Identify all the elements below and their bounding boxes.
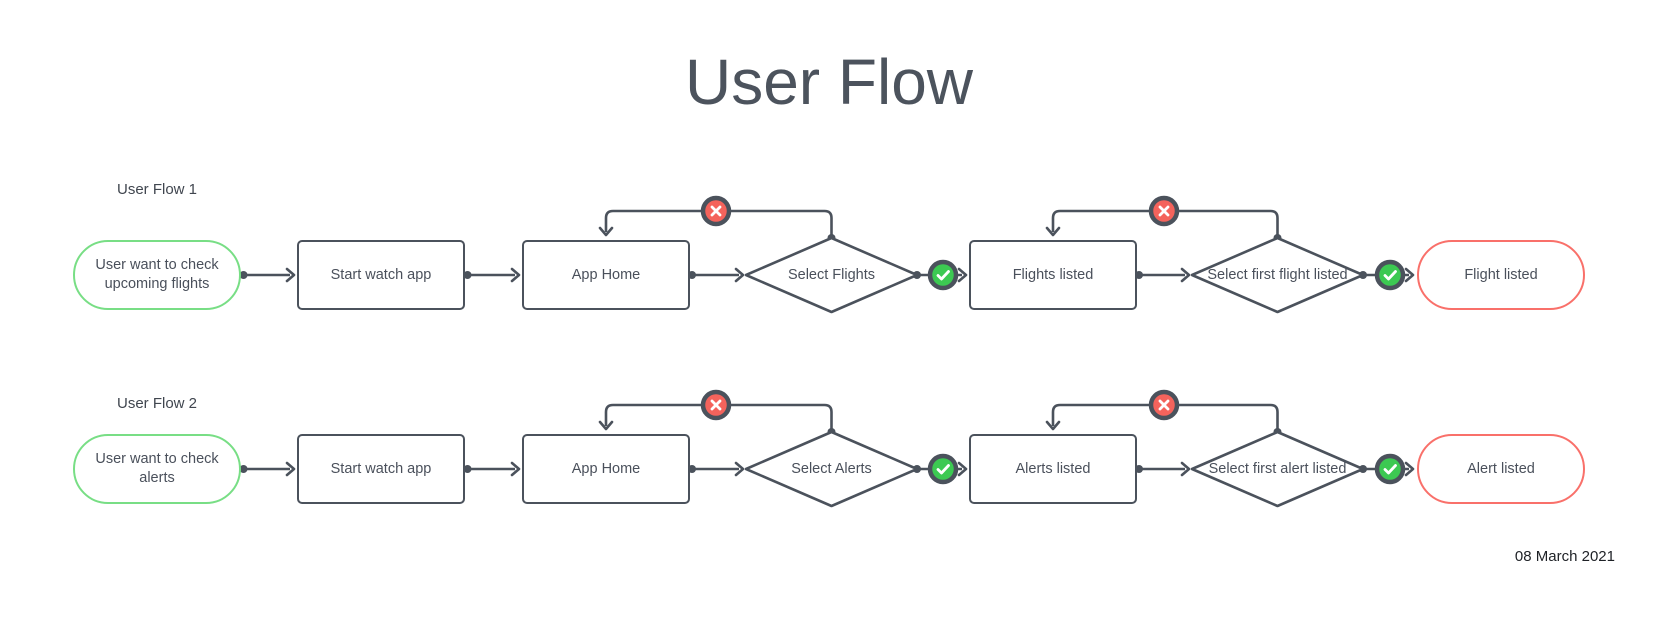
date-stamp: 08 March 2021 bbox=[1514, 548, 1615, 565]
start-node[interactable]: User want to check upcoming flights bbox=[73, 240, 241, 310]
process-node-app-home[interactable]: App Home bbox=[522, 434, 690, 504]
decision-node-label[interactable]: Select Alerts bbox=[791, 460, 872, 477]
page-title: User Flow bbox=[684, 46, 974, 118]
decision-node-label[interactable]: Select first flight listed bbox=[1207, 266, 1348, 283]
end-node[interactable]: Flight listed bbox=[1417, 240, 1585, 310]
decision-node-label[interactable]: Select Flights bbox=[787, 266, 876, 283]
process-node-listed[interactable]: Alerts listed bbox=[969, 434, 1137, 504]
process-node-start-watch-app[interactable]: Start watch app bbox=[297, 240, 465, 310]
flow-2-label: User Flow 2 bbox=[117, 395, 198, 412]
flow-1-label: User Flow 1 bbox=[117, 181, 198, 198]
process-node-app-home[interactable]: App Home bbox=[522, 240, 690, 310]
end-node[interactable]: Alert listed bbox=[1417, 434, 1585, 504]
process-node-start-watch-app[interactable]: Start watch app bbox=[297, 434, 465, 504]
decision-node-label[interactable]: Select first alert listed bbox=[1208, 460, 1347, 477]
start-node[interactable]: User want to check alerts bbox=[73, 434, 241, 504]
process-node-listed[interactable]: Flights listed bbox=[969, 240, 1137, 310]
